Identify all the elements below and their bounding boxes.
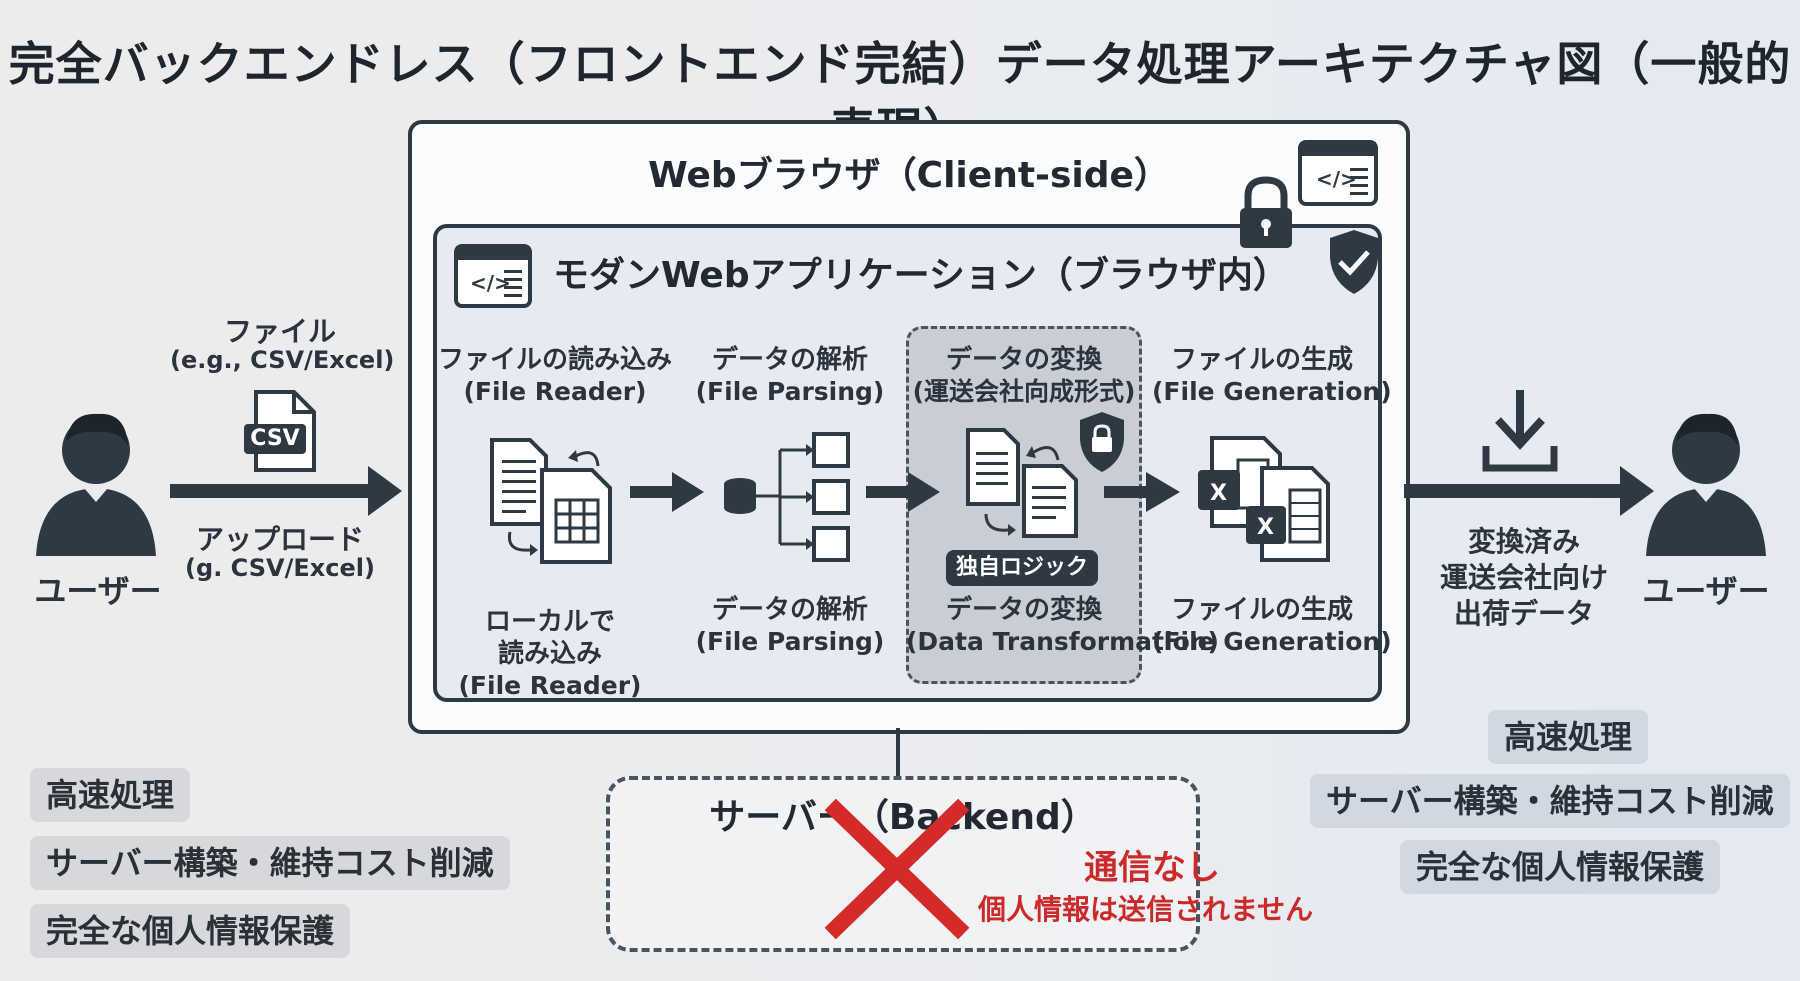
upload-label: アップロード: [195, 523, 364, 556]
user-label-right: ユーザー: [1642, 572, 1770, 610]
server-title: サーバー（Backend）: [709, 797, 1097, 838]
red-x-icon: [824, 798, 970, 940]
csv-badge: CSV: [250, 426, 300, 451]
step-parsing-caption: データの解析(File Parsing): [695, 595, 885, 656]
feature-fast-right: 高速処理: [1488, 710, 1649, 764]
output-data-label: 変換済み 運送会社向け 出荷データ: [1439, 525, 1608, 630]
step-parsing-title: データの解析(File Parsing): [695, 345, 885, 406]
arrow-step2-3: [866, 472, 940, 512]
step-file-reader-title: ファイルの読み込み(File Reader): [437, 345, 672, 406]
arrow-browser-to-user: [1404, 466, 1654, 516]
lock-icon-top: [1240, 176, 1292, 248]
feature-privacy-right: 完全な個人情報保護: [1400, 840, 1721, 894]
upload-sub-label: (g. CSV/Excel): [185, 554, 375, 582]
no-personal-data-sent-label: 個人情報は送信されません: [978, 893, 1314, 926]
feature-fast-left: 高速処理: [30, 768, 191, 822]
arrow-step1-2: [630, 472, 704, 512]
user-icon-right: [1646, 413, 1766, 556]
step-generation-caption: ファイルの生成(File Generation): [1152, 595, 1392, 656]
proprietary-logic-tag: 独自ロジック: [946, 550, 1098, 586]
app-title: モダンWebアプリケーション（ブラウザ内）: [553, 255, 1289, 296]
step-file-reader-caption: ローカルで 読み込み(File Reader): [458, 607, 642, 700]
code-window-icon-browser: </>: [1298, 140, 1378, 206]
csv-file-icon: [244, 390, 316, 472]
shield-check-icon: [1330, 230, 1378, 294]
arrow-user-to-browser: [170, 466, 402, 516]
transformation-highlight: [906, 326, 1142, 684]
file-sub-label: (e.g., CSV/Excel): [170, 346, 395, 374]
svg-text:</>: </>: [470, 271, 511, 295]
database-tree-icon: [724, 432, 850, 562]
no-communication-label: 通信なし: [1084, 848, 1220, 888]
documents-spreadsheet-icon: [490, 438, 612, 564]
code-window-icon-app: </>: [454, 244, 532, 308]
feature-cost-left: サーバー構築・維持コスト削減: [30, 836, 510, 890]
transformation-documents-icon: [966, 428, 1078, 538]
feature-privacy-left: 完全な個人情報保護: [30, 904, 351, 958]
shield-lock-icon: [1080, 412, 1124, 472]
arrow-step3-4: [1104, 472, 1180, 512]
user-label-left: ユーザー: [34, 572, 162, 610]
step-transform-title: データの変換(運送会社向成形式): [912, 345, 1136, 406]
browser-title: Webブラウザ（Client-side）: [648, 155, 1170, 196]
feature-cost-right: サーバー構築・維持コスト削減: [1310, 774, 1790, 828]
excel-files-icon: X X: [1198, 436, 1330, 562]
file-label: ファイル: [223, 315, 336, 348]
svg-text:X: X: [1210, 481, 1227, 506]
user-icon-left: [36, 413, 156, 556]
download-icon: [1482, 390, 1558, 472]
step-generation-title: ファイルの生成(File Generation): [1152, 345, 1392, 406]
svg-text:X: X: [1257, 515, 1274, 540]
